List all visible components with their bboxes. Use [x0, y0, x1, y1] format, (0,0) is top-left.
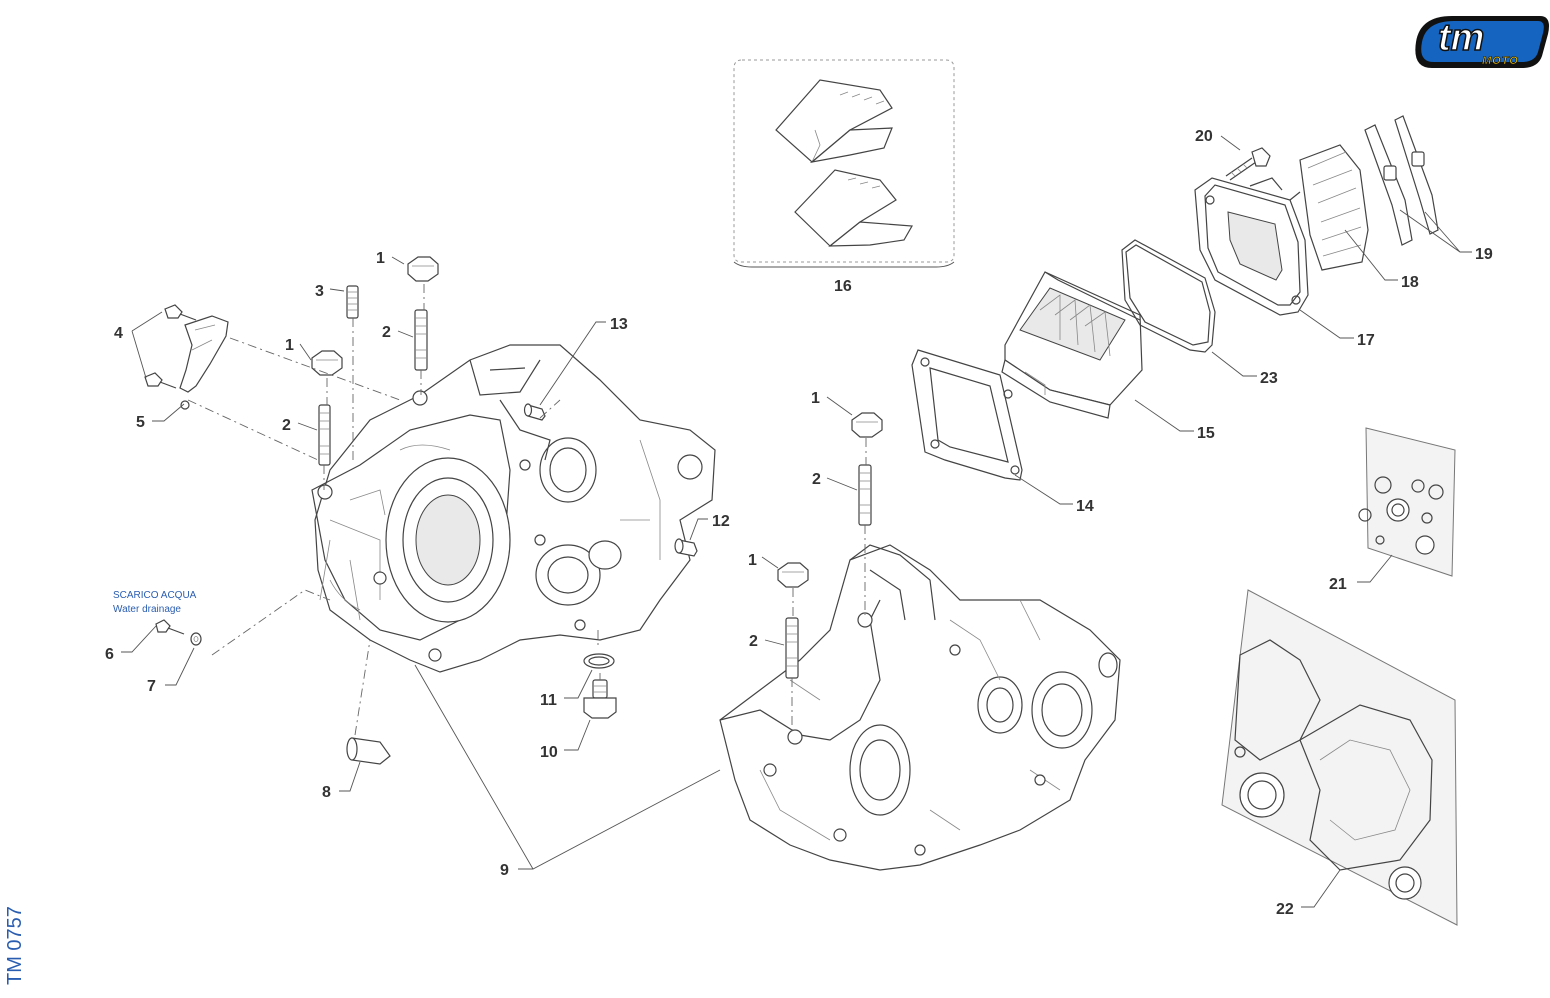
seal-kit-bag-drawing [1358, 427, 1456, 577]
part-label-19: 19 [1475, 246, 1493, 263]
logo-sub-text: MOTO [1482, 55, 1519, 67]
left-crankcase-drawing [311, 344, 716, 673]
tm-moto-logo: tm MOTO [1415, 16, 1549, 68]
reference-code: TM 0757 [4, 906, 26, 985]
part-label-2: 2 [812, 471, 821, 488]
reed-set-drawing [733, 59, 955, 268]
part-label-20: 20 [1195, 128, 1213, 145]
part-label-11: 11 [540, 692, 557, 709]
intake-boot-drawing [1299, 115, 1439, 271]
logo-main-text: tm [1438, 17, 1484, 59]
reed-valve-drawing [1001, 271, 1143, 419]
gasket-kit-bag-drawing [1221, 589, 1458, 926]
assembly-lines [187, 284, 867, 736]
part-label-6: 6 [105, 646, 114, 663]
part-label-8: 8 [322, 784, 331, 801]
part-label-9: 9 [500, 862, 509, 879]
part-label-17: 17 [1357, 332, 1375, 349]
part-label-1: 1 [811, 390, 820, 407]
part-label-5: 5 [136, 414, 145, 431]
water-drainage-note: SCARICO ACQUA Water drainage [113, 590, 197, 615]
part-label-18: 18 [1401, 274, 1419, 291]
hardware-drawing [144, 147, 1271, 765]
intake-flange-drawing [1194, 177, 1309, 316]
gasket-23-drawing [1121, 239, 1216, 353]
part-label-3: 3 [315, 283, 324, 300]
part-labels: 1 1 1 1 2 2 2 2 3 4 5 6 7 8 9 10 11 12 1… [105, 128, 1493, 918]
part-label-4: 4 [114, 325, 123, 342]
part-label-2: 2 [382, 324, 391, 341]
note-line-2: Water drainage [113, 604, 181, 615]
gasket-14-drawing [911, 349, 1023, 481]
part-label-22: 22 [1276, 901, 1294, 918]
part-label-13: 13 [610, 316, 628, 333]
part-label-14: 14 [1076, 498, 1094, 515]
part-label-10: 10 [540, 744, 558, 761]
leader-lines [121, 135, 1472, 908]
part-label-2: 2 [282, 417, 291, 434]
part-label-1: 1 [748, 552, 757, 569]
part-label-12: 12 [712, 513, 730, 530]
note-line-1: SCARICO ACQUA [113, 590, 197, 601]
part-label-16: 16 [834, 278, 852, 295]
part-label-1: 1 [285, 337, 294, 354]
part-label-23: 23 [1260, 370, 1278, 387]
part-label-21: 21 [1329, 576, 1347, 593]
part-label-1: 1 [376, 250, 385, 267]
right-crankcase-drawing [719, 544, 1121, 871]
part-label-7: 7 [147, 678, 156, 695]
part-label-15: 15 [1197, 425, 1215, 442]
part-label-2: 2 [749, 633, 758, 650]
